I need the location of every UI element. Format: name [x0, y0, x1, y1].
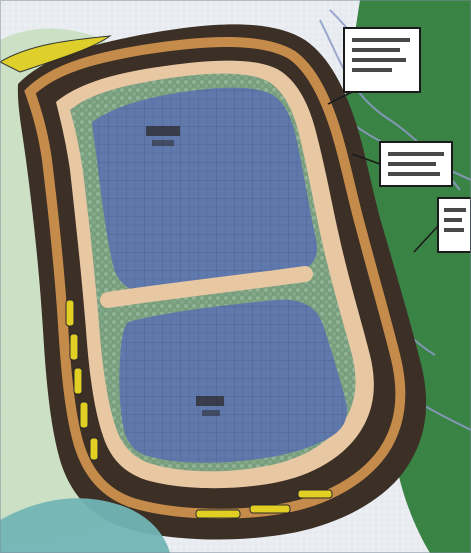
building-north [92, 87, 317, 293]
callout-icon [444, 208, 466, 232]
pond-area [0, 498, 170, 553]
internal-road-divider [100, 266, 313, 308]
yellow-highlights [0, 35, 333, 519]
callout-icon [352, 38, 410, 72]
callout-icon [388, 152, 444, 176]
site-boundary-fringe [24, 37, 406, 519]
callout-top-right [327, 27, 421, 105]
callout-middle-right [351, 141, 453, 187]
callouts [327, 27, 471, 253]
right-green-strip [340, 0, 471, 553]
building-south [119, 299, 348, 463]
building-south-label-mark [196, 396, 224, 406]
building-north-label-mark [146, 126, 180, 136]
callout-edge-right [413, 197, 471, 253]
